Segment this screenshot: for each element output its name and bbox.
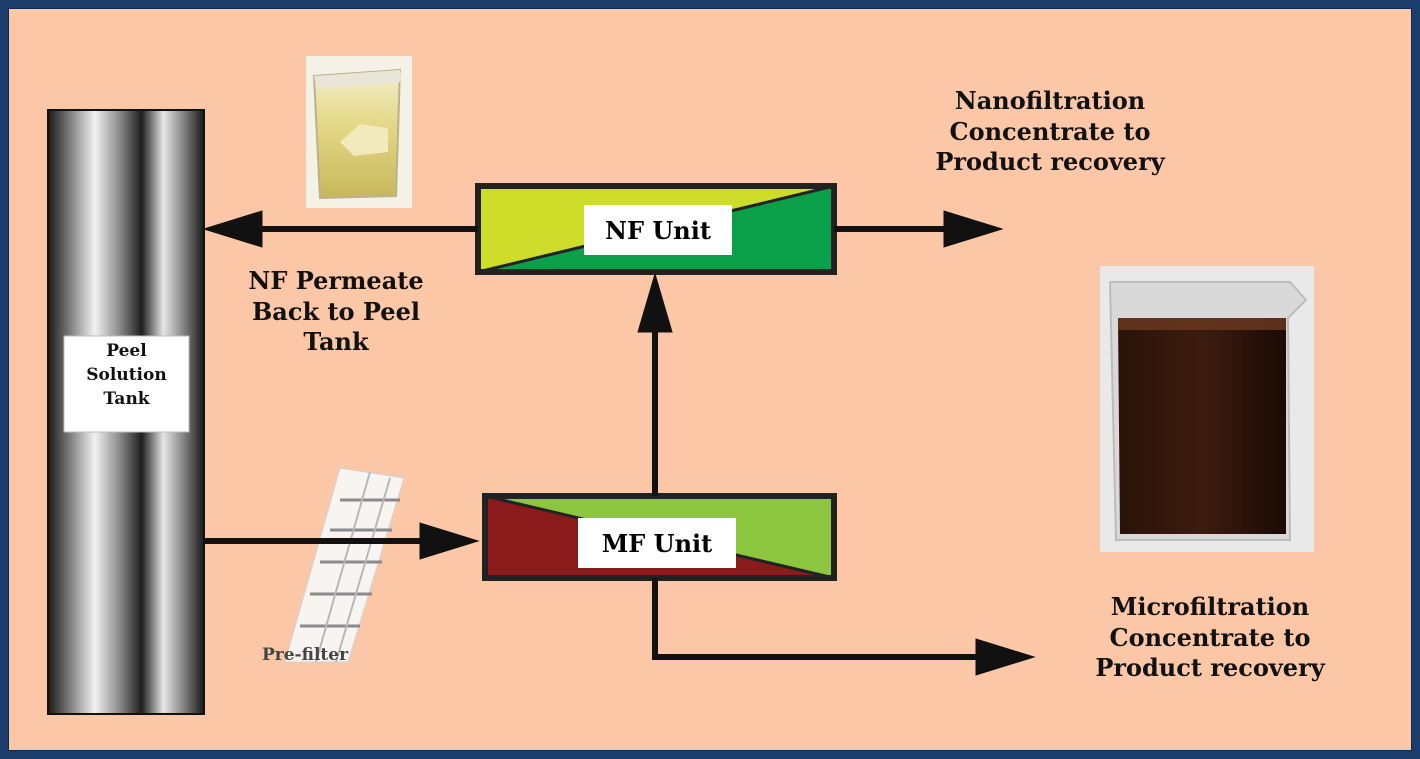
mf-unit-label: MF Unit <box>578 518 736 568</box>
peel-solution-tank <box>47 109 205 715</box>
arrow-to-tank <box>202 210 263 248</box>
prefilter-image <box>284 467 405 663</box>
nf-permeate-label: NF Permeate Back to Peel Tank <box>248 266 424 357</box>
arrow-nf-concentrate <box>943 210 1004 248</box>
arrow-mf-to-nf <box>637 272 673 333</box>
nf-concentrate-label: Nanofiltration Concentrate to Product re… <box>935 86 1165 177</box>
prefilter-label: Pre-filter <box>261 645 349 665</box>
nf-permeate-beaker-image <box>306 56 412 208</box>
flow-arrows <box>202 210 1036 676</box>
arrow-to-mf <box>419 522 480 560</box>
nf-unit-label: NF Unit <box>584 205 732 255</box>
arrow-mf-concentrate <box>975 638 1036 676</box>
mf-concentrate-beaker-image <box>1100 266 1314 552</box>
mf-concentrate-label: Microfiltration Concentrate to Product r… <box>1095 592 1325 683</box>
tank-label: Peel Solution Tank <box>86 341 167 409</box>
